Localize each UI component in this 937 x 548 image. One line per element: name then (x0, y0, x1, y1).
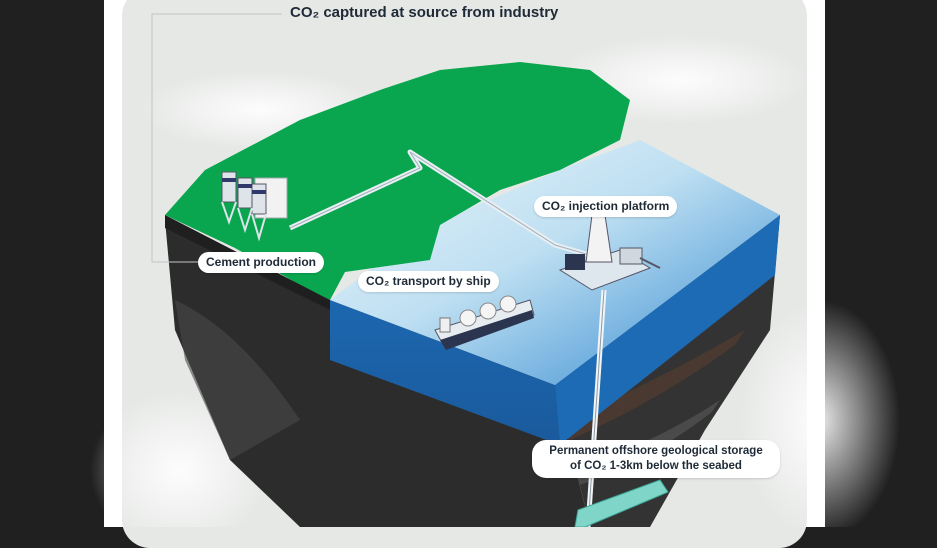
label-ship-transport: CO₂ transport by ship (358, 271, 499, 292)
rock-strata (175, 300, 300, 460)
storage-line-1: Permanent offshore geological storage (549, 445, 763, 457)
injection-platform (558, 214, 661, 291)
label-geological-storage: Permanent offshore geological storage of… (532, 440, 780, 478)
injection-well-outline (587, 289, 605, 527)
ccs-diagram (90, 13, 900, 527)
co2-pipeline-outline (289, 151, 601, 259)
sea-front-face (330, 300, 560, 445)
rock-strata-brown (565, 330, 745, 440)
co2-ship (434, 295, 535, 350)
storage-reservoir (574, 479, 669, 527)
sea-right-face (555, 215, 780, 445)
label-cement-production: Cement production (198, 252, 324, 273)
cement-plant (221, 171, 288, 242)
mist-cloud (740, 300, 900, 527)
diagram-title: CO₂ captured at source from industry (290, 4, 559, 21)
callout-line (151, 13, 282, 263)
label-injection-platform: CO₂ injection platform (534, 196, 678, 217)
storage-line-2: of CO₂ 1-3km below the seabed (570, 460, 742, 472)
